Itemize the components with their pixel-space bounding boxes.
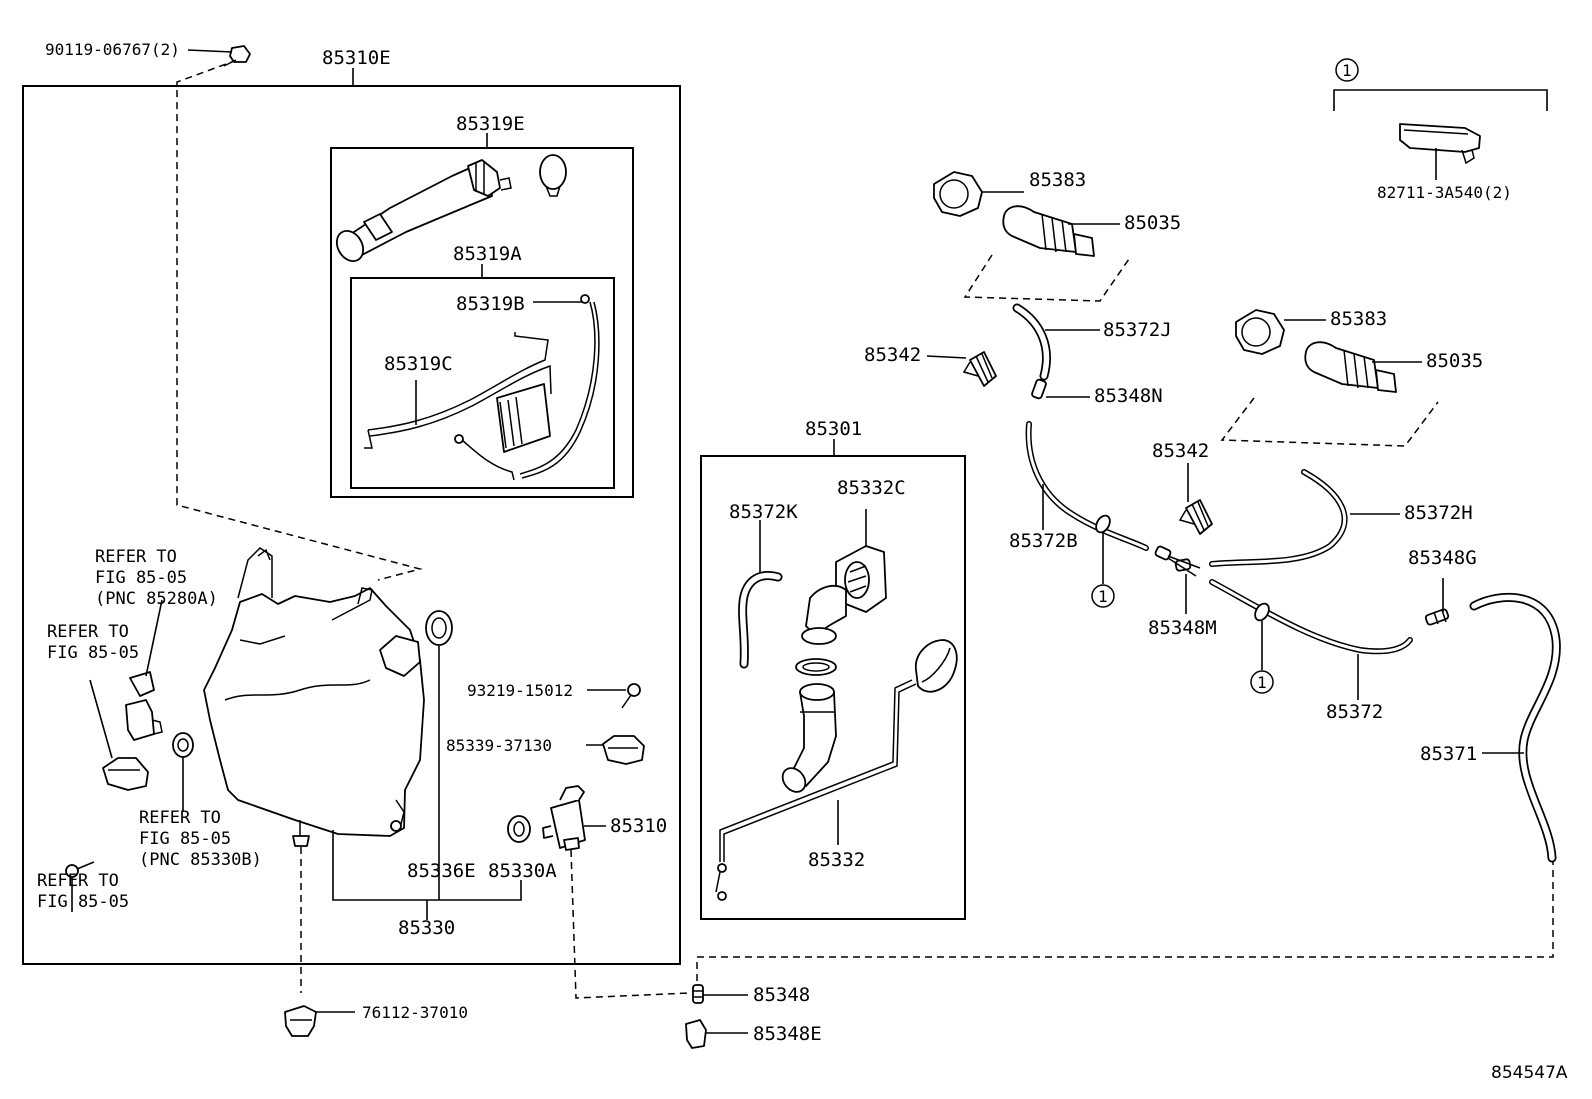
group-box-85310E xyxy=(22,85,681,965)
label-85348M: 85348M xyxy=(1148,617,1217,639)
label-93219-15012: 93219-15012 xyxy=(467,681,573,700)
nozzle-cap-85383-upper-drawing xyxy=(933,171,983,217)
label-76112-37010: 76112-37010 xyxy=(362,1003,468,1022)
label-85348: 85348 xyxy=(753,984,810,1006)
svg-text:FIG 85-05: FIG 85-05 xyxy=(139,829,231,849)
label-85372K: 85372K xyxy=(729,501,798,523)
hose-85372B-drawing xyxy=(1025,421,1149,551)
connector-clamp-drawing xyxy=(102,757,149,791)
svg-text:REFER TO: REFER TO xyxy=(95,547,177,567)
svg-text:REFER TO: REFER TO xyxy=(139,808,221,828)
clip-76112-drawing xyxy=(284,1005,317,1037)
callout-85372-number: 1 xyxy=(1257,673,1267,692)
clip-85342-lower-drawing xyxy=(1178,499,1213,535)
label-85383-upper: 85383 xyxy=(1029,169,1086,191)
refer-note-fig-85-05-b: REFER TO FIG 85-05 xyxy=(37,871,129,912)
hose-85372K-drawing xyxy=(738,571,783,669)
diagram-id: 854547A xyxy=(1491,1063,1568,1083)
washer-nozzle-85035-lower-drawing xyxy=(1304,341,1397,393)
filler-tube-drawing xyxy=(781,683,837,793)
label-85342-upper: 85342 xyxy=(864,344,921,366)
seal-ring-drawing xyxy=(795,658,837,676)
hose-85372J-drawing xyxy=(1012,303,1051,381)
grommet-85330A-drawing xyxy=(507,815,531,843)
joint-85348N-drawing xyxy=(1031,378,1047,400)
connector-85348-drawing xyxy=(692,984,704,1004)
svg-text:FIG 85-05: FIG 85-05 xyxy=(47,643,139,663)
label-85035-upper: 85035 xyxy=(1124,212,1181,234)
svg-text:REFER TO: REFER TO xyxy=(37,871,119,891)
filler-cap-85332-drawing xyxy=(715,639,958,901)
label-82711-3A540: 82711-3A540(2) xyxy=(1377,183,1512,202)
sensor-grommet-drawing xyxy=(172,732,194,758)
callout-top-number: 1 xyxy=(1342,61,1352,80)
washer-nozzle-85035-upper-drawing xyxy=(1002,205,1095,257)
label-85330: 85330 xyxy=(398,917,455,939)
clamp-85339-drawing xyxy=(602,735,645,765)
cap-85348E-drawing xyxy=(685,1019,707,1049)
label-85371: 85371 xyxy=(1420,743,1477,765)
clip-82711-drawing xyxy=(1399,123,1481,165)
label-90119-06767: 90119-06767(2) xyxy=(45,40,180,59)
refer-note-fig-85-05-a: REFER TO FIG 85-05 xyxy=(47,622,139,663)
inlet-grommet-85336E-drawing xyxy=(425,610,453,646)
label-85035-lower: 85035 xyxy=(1426,350,1483,372)
label-85348G: 85348G xyxy=(1408,547,1477,569)
tee-joint-85348M-drawing xyxy=(1154,545,1201,577)
label-85310: 85310 xyxy=(610,815,667,837)
group-box-85301 xyxy=(700,455,966,920)
label-85372H: 85372H xyxy=(1404,502,1473,524)
group-box-85319E xyxy=(330,147,634,498)
callout-85372B-number: 1 xyxy=(1098,587,1108,606)
refer-note-pnc-85280A: REFER TO FIG 85-05 (PNC 85280A) xyxy=(95,547,218,609)
svg-text:FIG 85-05: FIG 85-05 xyxy=(37,892,129,912)
bolt-small-drawing xyxy=(65,861,95,878)
label-85319C: 85319C xyxy=(384,353,453,375)
svg-text:REFER TO: REFER TO xyxy=(47,622,129,642)
label-85330A: 85330A xyxy=(488,860,557,882)
label-85319B: 85319B xyxy=(456,293,525,315)
label-85372J: 85372J xyxy=(1103,319,1172,341)
label-85310E: 85310E xyxy=(322,47,391,69)
nozzle-cap-85383-lower-drawing xyxy=(1235,309,1285,355)
label-85348E: 85348E xyxy=(753,1023,822,1045)
label-85332C: 85332C xyxy=(837,477,906,499)
label-85348N: 85348N xyxy=(1094,385,1163,407)
hose-85372H-drawing xyxy=(1209,469,1348,567)
bolt-90119-drawing xyxy=(223,45,251,67)
svg-text:(PNC 85330B): (PNC 85330B) xyxy=(139,850,262,870)
label-85301: 85301 xyxy=(805,418,862,440)
label-85336E: 85336E xyxy=(407,860,476,882)
joint-85348G-drawing xyxy=(1424,608,1450,626)
screw-93219-drawing xyxy=(621,683,641,709)
svg-text:FIG 85-05: FIG 85-05 xyxy=(95,568,187,588)
washer-tank-85310E-drawing xyxy=(203,547,425,847)
pump-filter-hose-drawing xyxy=(335,159,512,262)
wire-harness-drawing xyxy=(364,294,600,481)
label-85332: 85332 xyxy=(808,849,865,871)
svg-text:(PNC 85280A): (PNC 85280A) xyxy=(95,589,218,609)
label-85372: 85372 xyxy=(1326,701,1383,723)
label-85319E: 85319E xyxy=(456,113,525,135)
label-85339-37130: 85339-37130 xyxy=(446,736,552,755)
refer-note-pnc-85330B: REFER TO FIG 85-05 (PNC 85330B) xyxy=(139,808,262,870)
label-85342-lower: 85342 xyxy=(1152,440,1209,462)
hose-clamp-ring-drawing xyxy=(539,154,567,197)
washer-pump-85310-drawing xyxy=(542,785,586,851)
filler-neck-85332C-drawing xyxy=(801,545,887,645)
clip-85342-upper-drawing xyxy=(962,351,997,387)
label-85383-lower: 85383 xyxy=(1330,308,1387,330)
label-85319A: 85319A xyxy=(453,243,522,265)
label-85372B: 85372B xyxy=(1009,530,1078,552)
level-sensor-drawing xyxy=(125,671,163,741)
hose-85371-drawing xyxy=(1469,592,1561,863)
hose-85372-drawing xyxy=(1209,579,1413,655)
